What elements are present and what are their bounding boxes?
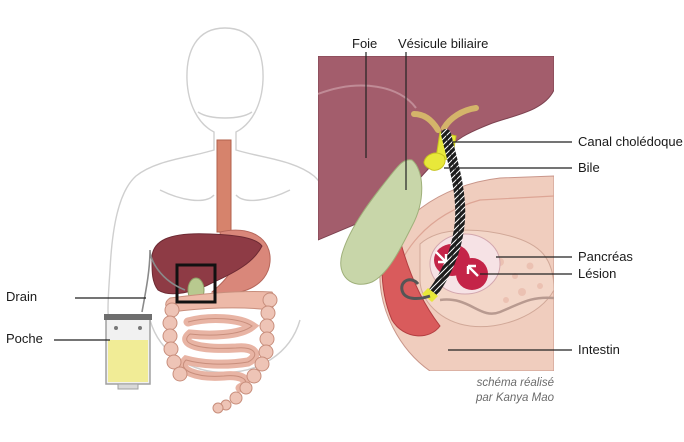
gallbladder xyxy=(340,159,423,285)
esophagus xyxy=(216,139,232,233)
credit-line-2: par Kanya Mao xyxy=(476,392,554,404)
label-canal-choledoque: Canal cholédoque xyxy=(578,134,683,149)
colon xyxy=(162,292,278,414)
pressure-arrows xyxy=(435,251,479,277)
zoom-panel xyxy=(318,56,554,371)
label-pancreas: Pancréas xyxy=(578,249,633,264)
label-intestin: Intestin xyxy=(578,342,620,357)
label-bile: Bile xyxy=(578,160,600,175)
zoom-focus-frame xyxy=(175,263,217,304)
credit: schéma réalisé par Kanya Mao xyxy=(420,376,554,406)
small-intestine xyxy=(179,314,260,393)
right-leaders xyxy=(365,52,572,351)
drain-tube xyxy=(141,249,186,313)
label-vesicule-biliaire: Vésicule biliaire xyxy=(398,36,489,51)
label-poche: Poche xyxy=(6,331,43,346)
label-foie: Foie xyxy=(352,36,378,51)
pigtail-coil xyxy=(400,278,431,300)
label-lesion: Lésion xyxy=(578,266,617,281)
credit-line-1: schéma réalisé xyxy=(476,377,554,389)
label-drain: Drain xyxy=(6,289,38,304)
drainage-bag xyxy=(104,314,152,390)
